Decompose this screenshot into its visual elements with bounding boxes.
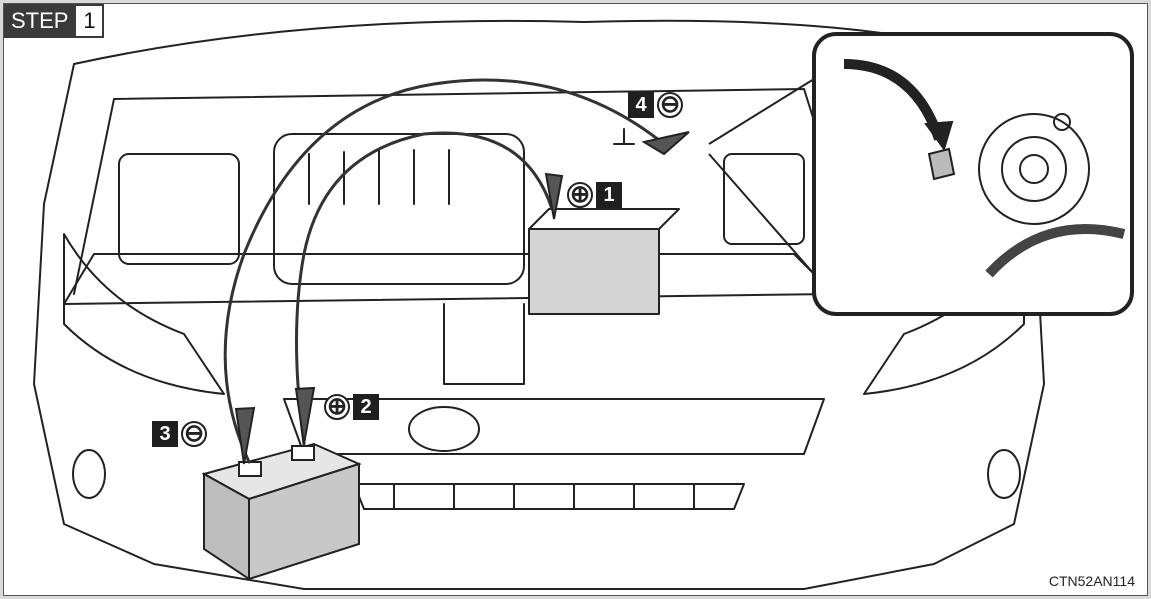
positive-sign: ⊕: [567, 182, 593, 208]
center-member: [444, 304, 524, 384]
lower-slats: [394, 484, 694, 509]
vehicle-battery: [529, 229, 659, 314]
step-word: STEP: [4, 4, 76, 38]
engine-bay-illustration: [4, 4, 1148, 596]
label-3: 3 ⊖: [152, 421, 207, 447]
positive-sign: ⊕: [324, 394, 350, 420]
emblem: [409, 407, 479, 451]
label-4-number: 4: [628, 92, 654, 118]
label-1-number: 1: [596, 182, 622, 208]
step-number: 1: [76, 4, 104, 38]
inset-callout: [709, 34, 1132, 314]
label-3-number: 3: [152, 421, 178, 447]
figure-code: CTN52AN114: [1049, 573, 1135, 589]
diagram-frame: STEP 1: [3, 3, 1148, 596]
clamp-2: [296, 388, 314, 444]
label-1: ⊕ 1: [567, 182, 622, 208]
radiator-support: [64, 254, 834, 304]
label-4: 4 ⊖: [628, 92, 683, 118]
engine-cover-fins: [309, 150, 449, 204]
left-fog-light: [73, 450, 105, 498]
grille-lower: [354, 484, 744, 509]
label-2: ⊕ 2: [324, 394, 379, 420]
left-headlight: [64, 234, 224, 394]
step-tag: STEP 1: [4, 4, 104, 38]
airbox: [119, 154, 239, 264]
label-2-number: 2: [353, 394, 379, 420]
ground-bolt: [614, 129, 634, 144]
negative-sign: ⊖: [181, 421, 207, 447]
inset-bolt: [929, 149, 954, 179]
vehicle-battery-top: [529, 209, 679, 229]
fuse-box: [724, 154, 804, 244]
negative-sign: ⊖: [657, 92, 683, 118]
right-fog-light: [988, 450, 1020, 498]
engine-cover: [274, 134, 524, 284]
booster-battery: [204, 444, 359, 579]
